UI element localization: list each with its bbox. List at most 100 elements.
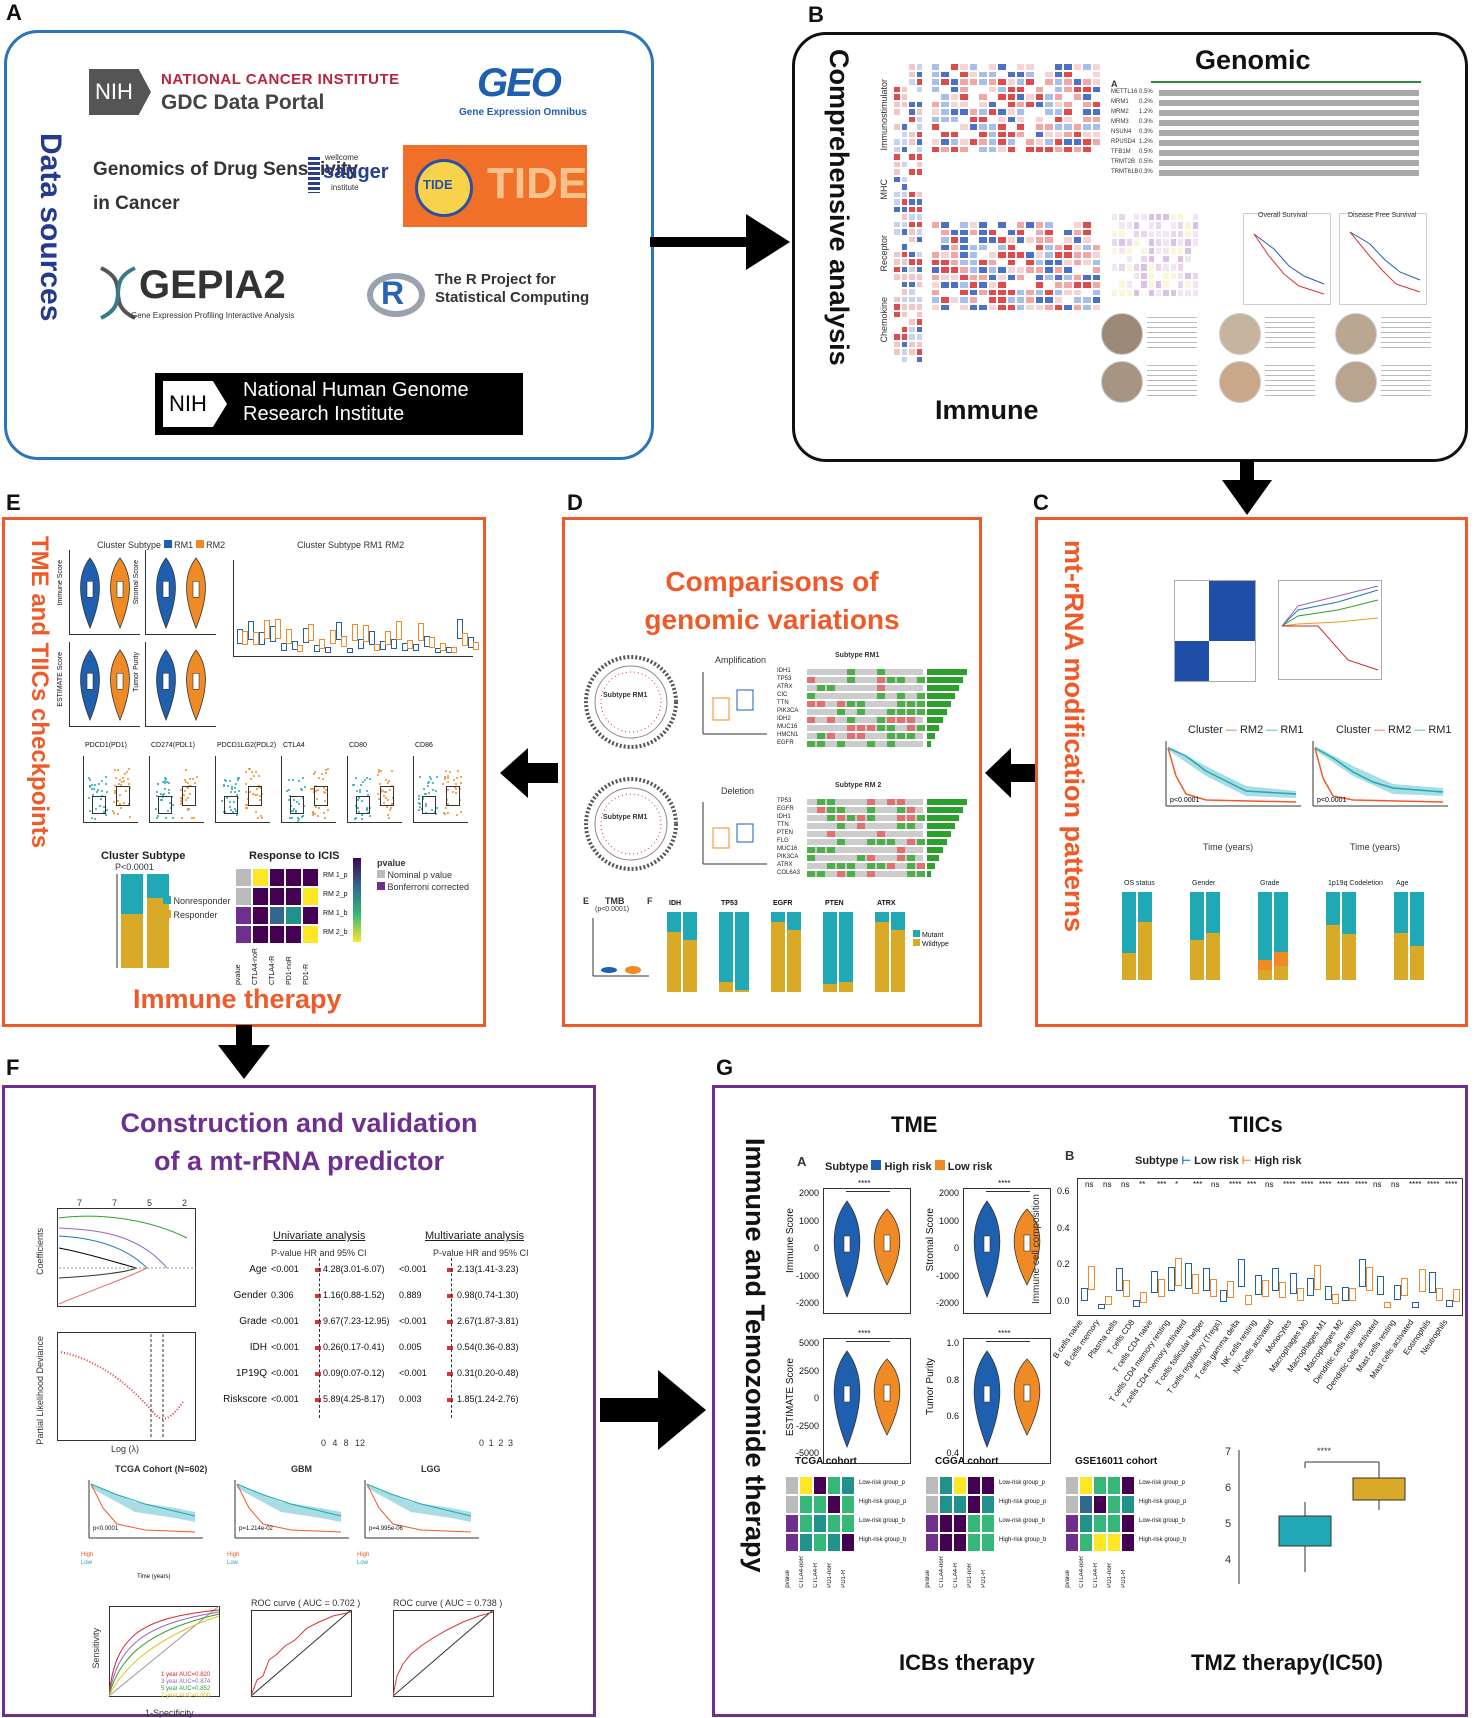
point: [237, 790, 240, 793]
point: [445, 769, 448, 772]
heatmap-cell: [1063, 258, 1073, 266]
heatmap-cell: [1191, 246, 1199, 255]
heatmap-cell: [959, 258, 969, 266]
point: [427, 791, 430, 794]
heatmap-cell: [915, 93, 923, 101]
point: [451, 791, 454, 794]
box: [391, 639, 397, 649]
mutation-cell: [887, 709, 895, 715]
heatmap-cell: [959, 78, 969, 86]
mutation-freq-bar: [927, 839, 947, 845]
box: [264, 620, 270, 639]
point: [171, 817, 174, 820]
point: [118, 793, 121, 796]
violin-ylabel: Tumor Purity: [133, 652, 140, 692]
heatmap-cell: [1091, 108, 1101, 116]
heatmap-cell: [908, 100, 916, 108]
heatmap-cell: [1082, 145, 1092, 153]
ihc-caption: [1381, 317, 1431, 349]
heatmap-cell: [949, 123, 960, 131]
heatmap-cell: [235, 906, 252, 925]
cell-label: T cells CD4 memory activated: [1120, 1318, 1189, 1411]
heatmap-cell: [968, 251, 979, 259]
heatmap-cell: [900, 100, 908, 108]
y-tick: 4: [1225, 1554, 1232, 1566]
heatmap-cell: [949, 63, 960, 71]
point: [324, 792, 327, 795]
heatmap-cell: [1034, 251, 1045, 259]
heatmap-cell: [959, 70, 969, 78]
heatmap-cell: [900, 168, 908, 176]
point: [418, 795, 421, 798]
point: [384, 796, 387, 799]
heatmap-cell: [968, 288, 979, 296]
heatmap-cell: [915, 100, 923, 108]
heatmap-cell: [1169, 238, 1177, 247]
heatmap-cell: [1169, 213, 1177, 222]
multi-pvalue: 0.003: [399, 1394, 422, 1404]
heatmap-cell: [908, 70, 916, 78]
cell-label: Macrophages M0: [1267, 1318, 1311, 1374]
mutation-cell: [877, 685, 885, 691]
gene-pct: 0.5%: [1139, 149, 1153, 155]
sig-label: ****: [858, 1179, 871, 1188]
point: [255, 794, 258, 797]
heatmap-cell: [908, 198, 916, 206]
genomic-label: Genomic: [1195, 45, 1311, 75]
heatmap-cell: [949, 251, 960, 259]
point: [325, 769, 328, 772]
point: [435, 776, 438, 779]
point: [427, 785, 430, 788]
heatmap-cell: [939, 1476, 953, 1495]
receptor-heatmap: [931, 221, 1101, 311]
heatmap-cell: [893, 100, 901, 108]
ihc-image: [1335, 361, 1377, 403]
heatmap-cell: [827, 1514, 841, 1533]
heatmap-cell: [1065, 1476, 1079, 1495]
heatmap-cell: [978, 138, 988, 146]
stacked-bar-segment: [1122, 953, 1136, 980]
heatmap-cell: [1053, 145, 1064, 153]
heatmap-cell: [959, 115, 969, 123]
oncoprint-row: [807, 839, 923, 845]
point: [252, 775, 255, 778]
heat-col-label: PD1-noR: [286, 956, 293, 985]
box: [336, 622, 342, 640]
point: [184, 768, 187, 771]
arrow-a-to-b: [650, 214, 790, 270]
ihc-image: [1335, 313, 1377, 355]
heatmap-cell: [1034, 296, 1045, 304]
point: [430, 808, 433, 811]
heatmap-cell: [1133, 246, 1141, 255]
heatmap-cell: [931, 123, 941, 131]
box: [1081, 1288, 1088, 1301]
heatmap-cell: [1111, 288, 1119, 297]
heatmap-cell: [900, 243, 908, 251]
mutation-cell: [847, 725, 855, 731]
heatmap-cell: [1091, 85, 1101, 93]
point: [324, 799, 327, 802]
box: [1185, 1263, 1193, 1289]
y-tick: 0.6: [1057, 1186, 1070, 1196]
gene-label: COL6A3: [777, 870, 801, 876]
point: [113, 801, 116, 804]
heatmap-cell: [1034, 221, 1045, 229]
point: [171, 804, 174, 807]
point: [119, 779, 122, 782]
mutation-cell: [857, 855, 865, 861]
panel-f-title-2: of a mt-rRNA predictor: [153, 1146, 444, 1176]
heatmap-cell: [1082, 288, 1092, 296]
heatmap-cell: [1016, 63, 1026, 71]
box: [92, 796, 106, 814]
heatmap-cell: [1125, 246, 1133, 255]
heatmap-cell: [931, 251, 941, 259]
heatmap-cell: [1053, 123, 1064, 131]
mutation-cell: [877, 725, 885, 731]
point: [231, 810, 234, 813]
heatmap-cell: [959, 266, 969, 274]
heatmap-cell: [1063, 243, 1073, 251]
cohort-title: CGGA cohort: [935, 1456, 999, 1467]
heatmap-cell: [1184, 280, 1192, 289]
point: [297, 779, 300, 782]
